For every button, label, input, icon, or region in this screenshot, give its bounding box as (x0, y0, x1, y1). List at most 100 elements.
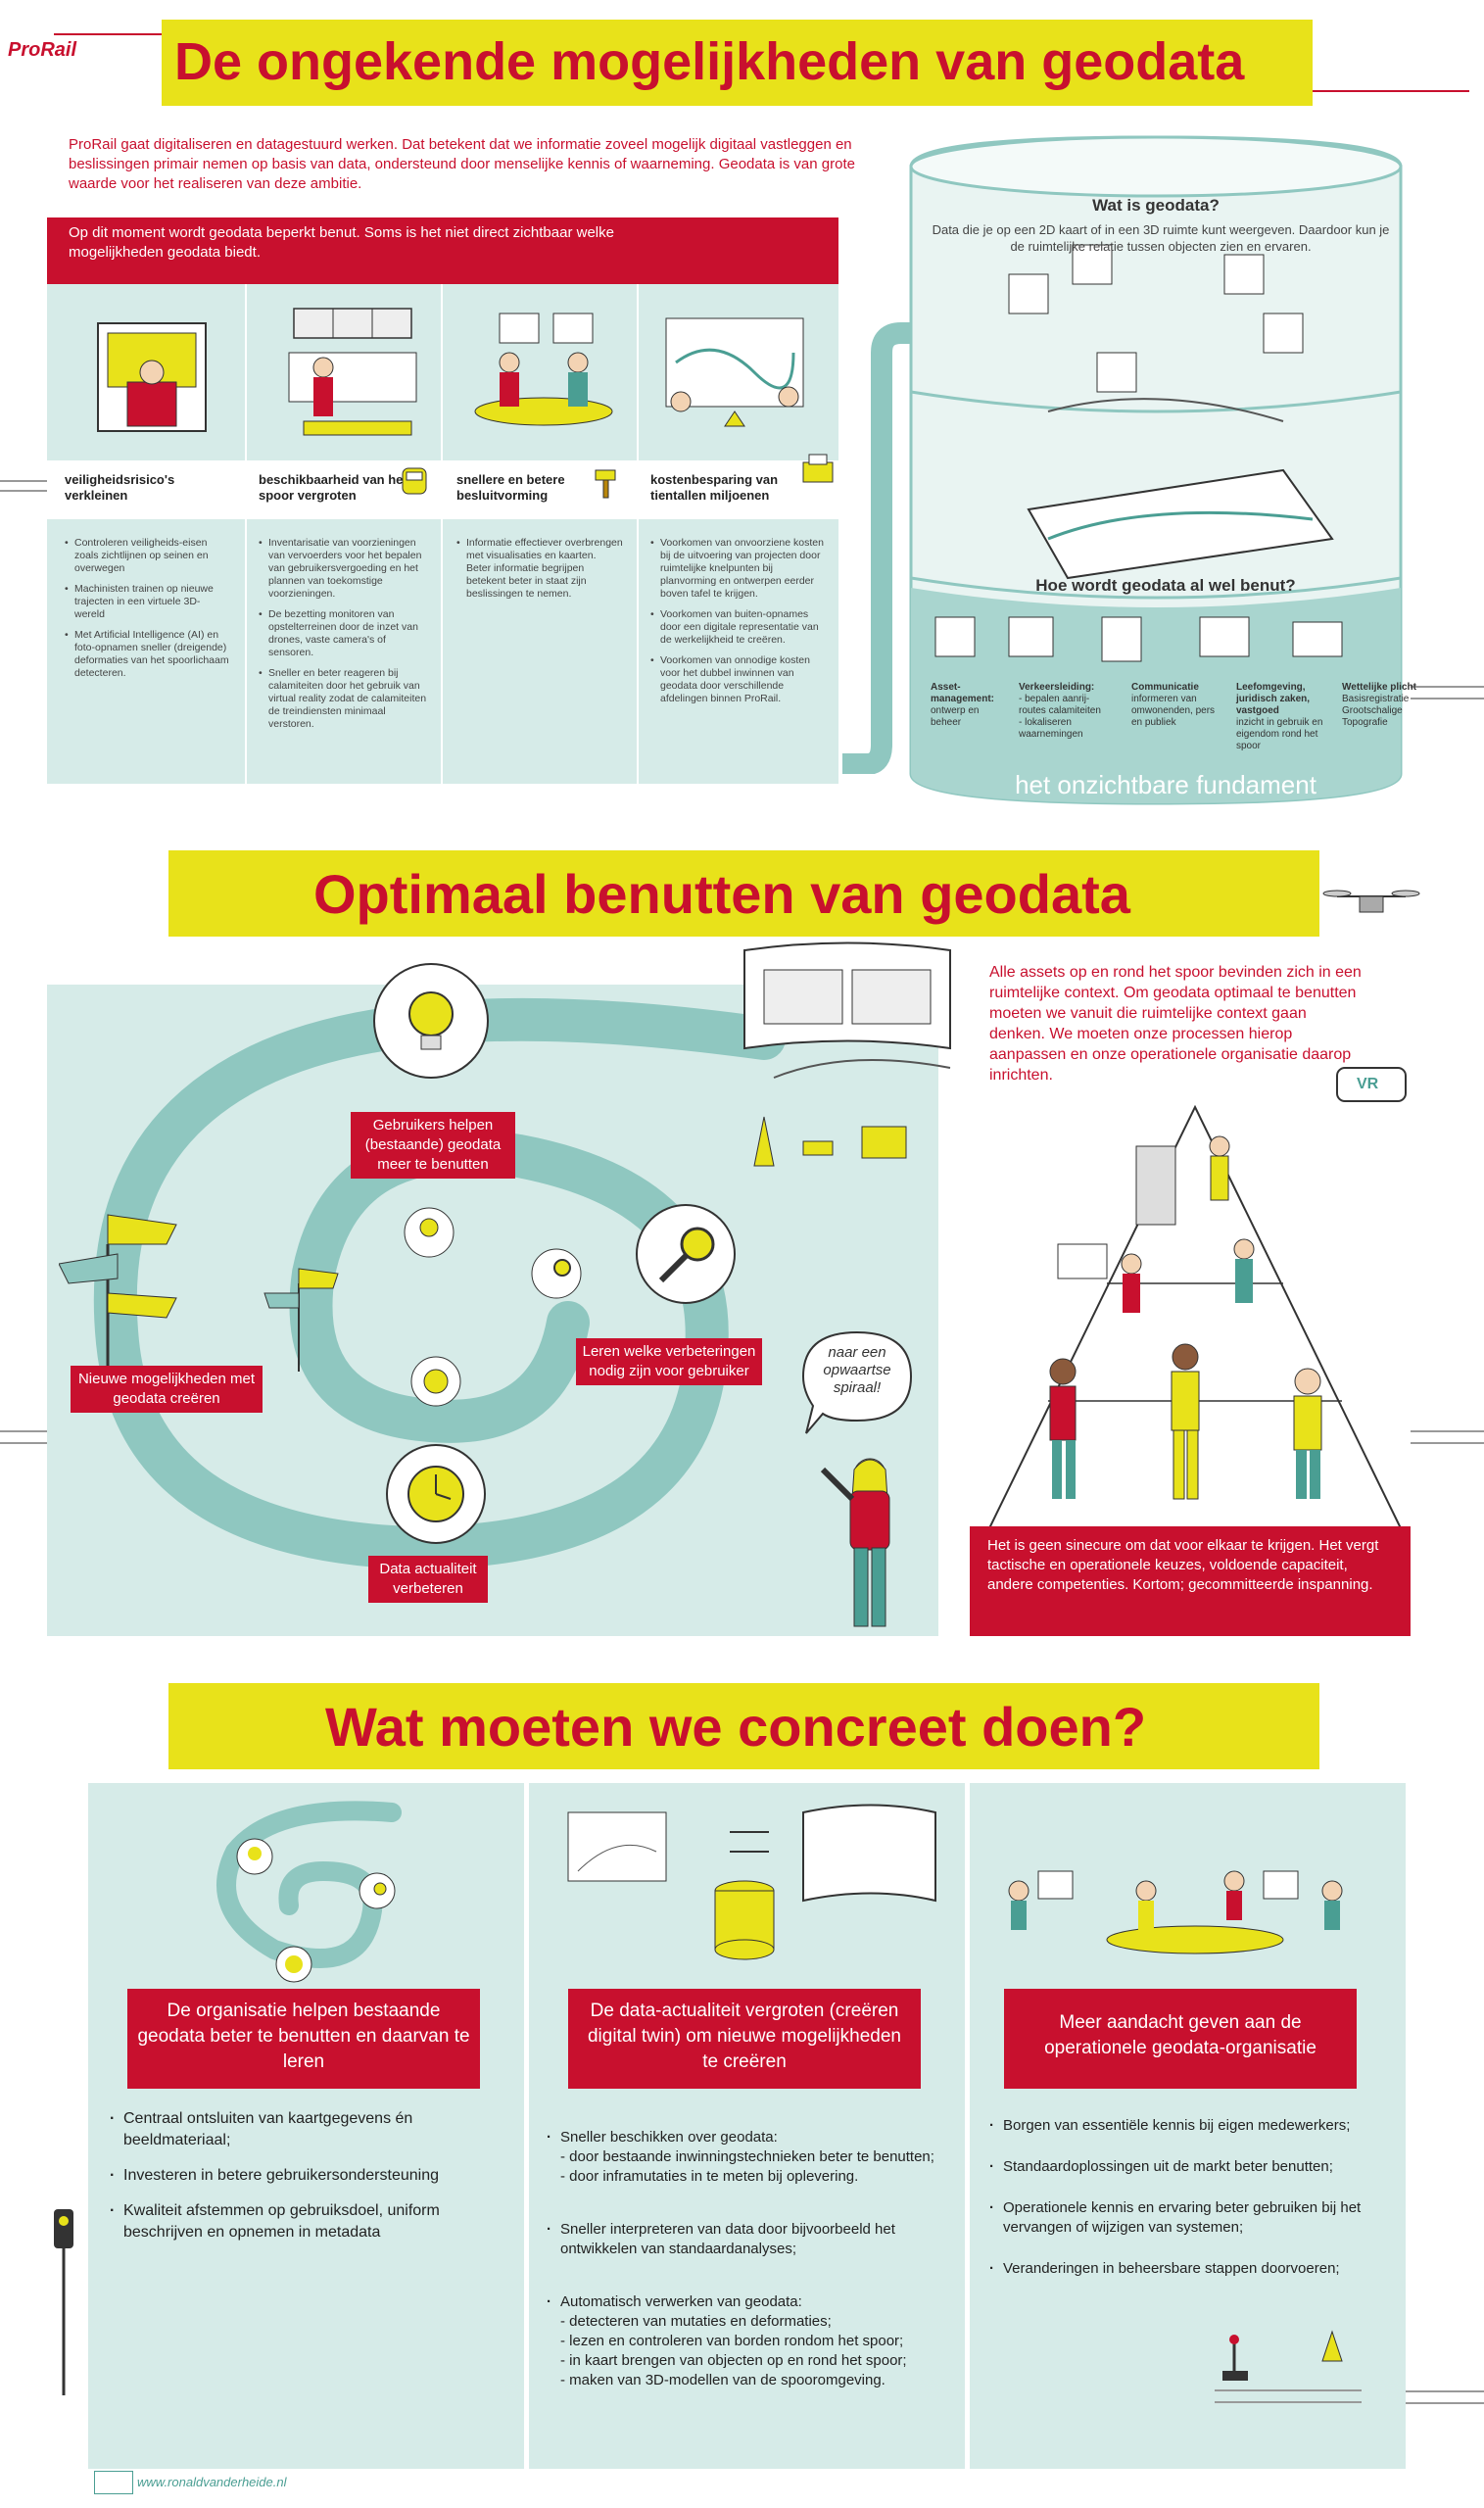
section1-title: De ongekende mogelijkheden van geodata (174, 32, 1245, 91)
col-bullets-3: Informatie effectiever overbrengen met v… (456, 537, 623, 608)
screen-illustration (743, 941, 951, 1079)
connector-pipe (842, 322, 916, 774)
hammer-icon (595, 469, 616, 499)
rail-line (1411, 1430, 1484, 1432)
section1-banner-text: Op dit moment wordt geodata beperkt benu… (69, 224, 614, 261)
title-band-1 (162, 20, 1313, 106)
bullet: Machinisten trainen op nieuwe trajecten … (65, 583, 231, 621)
credit-text[interactable]: www.ronaldvanderheide.nl (137, 2475, 287, 2489)
bullet: Voorkomen van buiten-opnames door een di… (650, 608, 827, 647)
rail-line (0, 1442, 47, 1444)
title-band-divider (47, 460, 838, 519)
spiral-label-left: Nieuwe mogelijkheden met geodata creëren (71, 1366, 263, 1413)
title-band-2 (168, 850, 1319, 937)
section3-heading-1 (127, 1989, 480, 2089)
use-text: Basisregistratie Grootschalige Topografi… (1342, 694, 1410, 728)
rail-line (1406, 2402, 1484, 2404)
col-title-2: beschikbaarheid van het spoor vergroten (259, 472, 407, 503)
section1-banner (47, 217, 838, 284)
bullet: Centraal ontsluiten van kaartgegevens én… (110, 2108, 502, 2151)
use-title: Wettelijke plicht (1342, 682, 1416, 693)
train-cab-illustration (97, 322, 207, 432)
team-desks-illustration (1008, 1870, 1343, 1954)
bullet: Operationele kennis en ervaring beter ge… (989, 2198, 1391, 2238)
col-title-3: snellere en betere besluitvorming (456, 472, 565, 503)
use-1: Asset-management:ontwerp en beheer (931, 682, 1009, 729)
col-bullets-4: Voorkomen van onvoorziene kosten bij de … (650, 537, 827, 713)
bullet: Borgen van essentiële kennis bij eigen m… (989, 2116, 1391, 2136)
section2-right-text: Alle assets op en rond het spoor bevinde… (989, 964, 1362, 1084)
bullet: De bezetting monitoren van opstelterrein… (259, 608, 430, 659)
bullet: Sneller beschikken over geodata: - door … (547, 2128, 958, 2187)
rail-line (0, 1430, 47, 1432)
control-room-illustration (288, 308, 417, 436)
cylinder-q2: Hoe wordt geodata al wel benut? (1035, 576, 1296, 595)
section3-heading-2 (568, 1989, 921, 2089)
bullet: Voorkomen van onnodige kosten voor het d… (650, 654, 827, 705)
use-text: informeren van omwonenden, pers en publi… (1131, 694, 1216, 728)
rail-line (1406, 2390, 1484, 2392)
section2-bottom-text: Het is geen sinecure om dat voor elkaar … (987, 1537, 1379, 1593)
use-title: Asset-management: (931, 682, 995, 704)
bullet: Voorkomen van onvoorziene kosten bij de … (650, 537, 827, 601)
signal-light-icon (54, 2209, 73, 2395)
bullet: Informatie effectiever overbrengen met v… (456, 537, 623, 601)
speech-bubble (801, 1330, 913, 1434)
cash-register-icon (802, 454, 834, 483)
use-title: Leefomgeving, juridisch zaken, vastgoed (1236, 682, 1311, 716)
meeting-illustration (474, 313, 613, 426)
cylinder-q1: Wat is geodata? (1092, 196, 1220, 215)
organisation-pyramid (987, 1104, 1403, 1529)
title-band-3 (168, 1683, 1319, 1769)
section2-title: Optimaal benutten van geodata (313, 863, 1130, 925)
digital-twin-illustration (567, 1804, 936, 1960)
map-team-illustration (665, 317, 804, 427)
rail-line (1411, 698, 1484, 699)
title-underline-1 (1313, 90, 1469, 92)
col-title-4: kostenbesparing van tientallen miljoenen (650, 472, 779, 503)
section3-bullets-3: Borgen van essentiële kennis bij eigen m… (989, 2116, 1391, 2292)
spiral-label-right: Leren welke verbeteringen nodig zijn voo… (576, 1338, 762, 1385)
presenter-person (820, 1458, 890, 1627)
section3-title: Wat moeten we concreet doen? (325, 1696, 1147, 1758)
logo-dash (54, 33, 162, 35)
bullet: Met Artificial Intelligence (AI) en foto… (65, 629, 231, 680)
bullet: Kwaliteit afstemmen op gebruiksdoel, uni… (110, 2200, 502, 2243)
tools-illustration (753, 1116, 907, 1167)
col-bullets-1: Controleren veiligheids-eisen zoals zich… (65, 537, 231, 688)
cylinder-footer: het onzichtbare fundament (1015, 770, 1316, 799)
section3-heading-3-text: Meer aandacht geven aan de operationele … (1044, 2012, 1316, 2058)
logo: ProRail (8, 39, 77, 61)
spiral-label-top: Gebruikers helpen (bestaande) geodata me… (351, 1112, 515, 1179)
rail-line (0, 490, 47, 492)
use-text: - bepalen aanrij-routes calamiteiten - l… (1019, 694, 1101, 740)
col-bullets-2: Inventarisatie van voorzieningen van ver… (259, 537, 430, 739)
col-divider (441, 284, 443, 784)
section3-heading-3 (1004, 1989, 1357, 2089)
speech-text: naar een opwaartse spiraal! (823, 1344, 891, 1396)
bullet: Automatisch verwerken van geodata: - det… (547, 2292, 958, 2390)
use-2: Verkeersleiding:- bepalen aanrij-routes … (1019, 682, 1112, 741)
section3-bullets-2: Sneller beschikken over geodata: - door … (547, 2108, 958, 2424)
bullet: Investeren in betere gebruikersondersteu… (110, 2165, 502, 2187)
spiral-label-bottom: Data actualiteit verbeteren (368, 1556, 488, 1603)
drone-icon (1322, 890, 1420, 913)
asset-icons-row (934, 616, 1343, 662)
bullet: Veranderingen in beheersbare stappen doo… (989, 2259, 1391, 2279)
intro-text: ProRail gaat digitaliseren en datagestuu… (69, 136, 855, 192)
use-text: ontwerp en beheer (931, 705, 980, 728)
rail-line (1411, 686, 1484, 688)
vr-headset-icon (1336, 1067, 1407, 1102)
train-icon (402, 467, 427, 495)
mini-spiral-illustration (216, 1801, 402, 1983)
rail-line (1411, 1442, 1484, 1444)
use-title: Verkeersleiding: (1019, 682, 1095, 693)
section3-bullets-1: Centraal ontsluiten van kaartgegevens én… (110, 2108, 502, 2257)
switch-lever-icon (1215, 2330, 1362, 2403)
col-title-1: veiligheidsrisico's verkleinen (65, 472, 175, 503)
bullet: Sneller en beter reageren bij calamiteit… (259, 667, 430, 731)
bullet: Inventarisatie van voorzieningen van ver… (259, 537, 430, 601)
